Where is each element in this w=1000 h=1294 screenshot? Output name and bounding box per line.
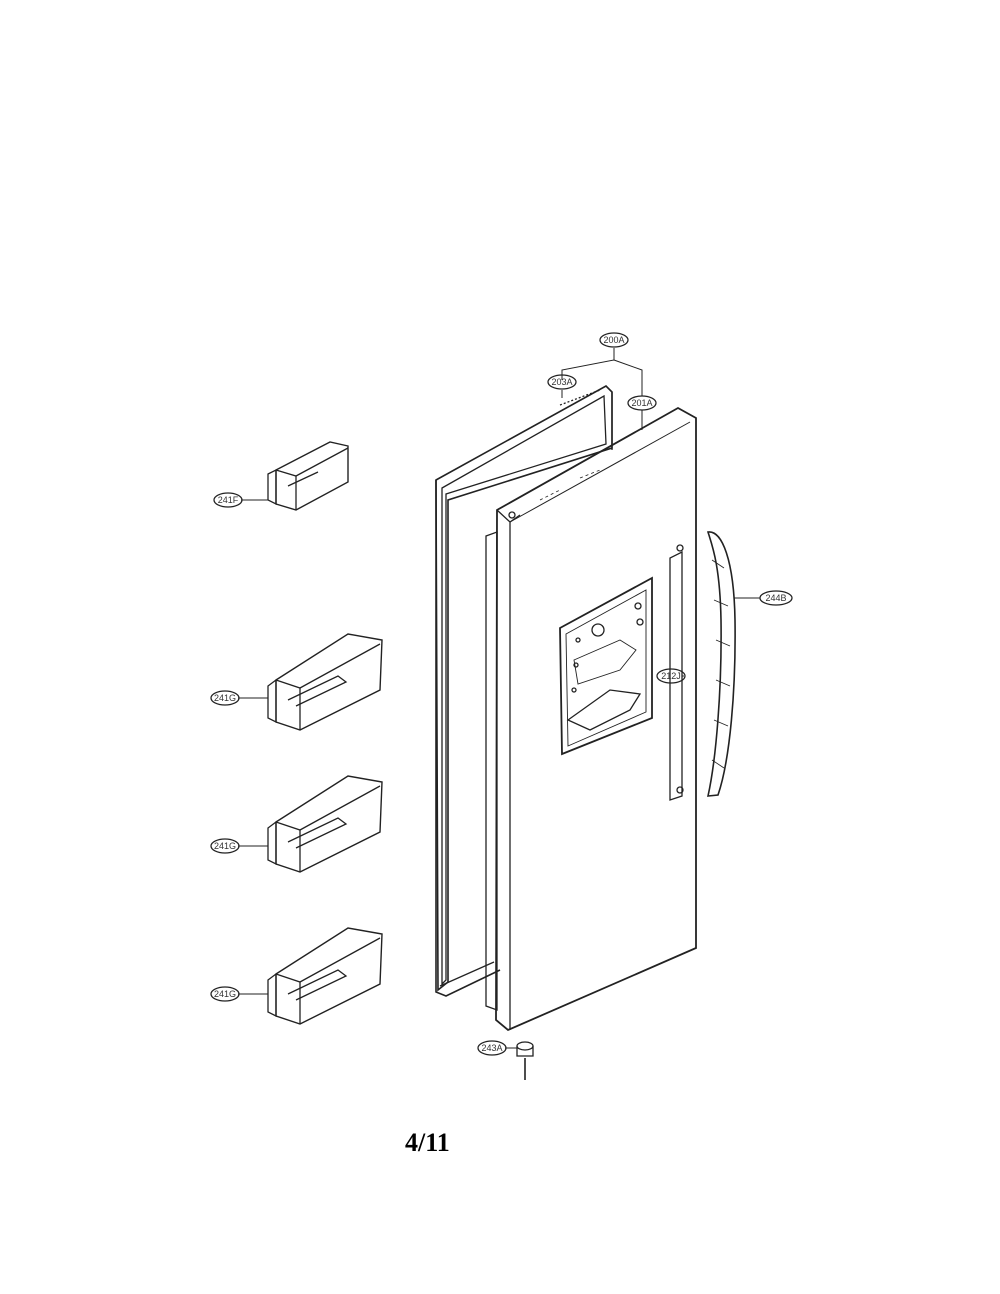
svg-text:244B: 244B	[765, 593, 786, 603]
deco-strip	[669, 544, 684, 801]
svg-text:200A: 200A	[603, 335, 624, 345]
callout-200A: 200A	[599, 332, 629, 348]
door-basket-1	[267, 633, 383, 731]
svg-text:241G: 241G	[214, 989, 236, 999]
callout-201A: 201A	[627, 395, 657, 411]
callout-241G-3: 241G	[210, 986, 240, 1002]
svg-text:241G: 241G	[214, 841, 236, 851]
callout-241G-1: 241G	[210, 690, 240, 706]
bottom-hinge	[516, 1041, 534, 1080]
callout-212J: 212J	[656, 668, 686, 684]
callout-243A: 243A	[477, 1040, 507, 1056]
callout-241G-2: 241G	[210, 838, 240, 854]
svg-text:203A: 203A	[551, 377, 572, 387]
callout-241F: 241F	[213, 492, 243, 508]
page-number: 4/11	[405, 1128, 450, 1157]
door-basket-3	[267, 927, 383, 1025]
door-body	[485, 406, 697, 1032]
small-door-basket	[267, 441, 349, 511]
door-gasket	[435, 385, 613, 997]
callout-244B: 244B	[759, 590, 793, 606]
svg-text:212J: 212J	[661, 671, 681, 681]
callout-203A: 203A	[547, 374, 577, 390]
dispenser-recess	[559, 576, 653, 756]
svg-text:243A: 243A	[481, 1043, 502, 1053]
svg-text:201A: 201A	[631, 398, 652, 408]
svg-text:241F: 241F	[218, 495, 239, 505]
door-basket-2	[267, 775, 383, 873]
svg-text:241G: 241G	[214, 693, 236, 703]
door-handle	[706, 531, 736, 797]
